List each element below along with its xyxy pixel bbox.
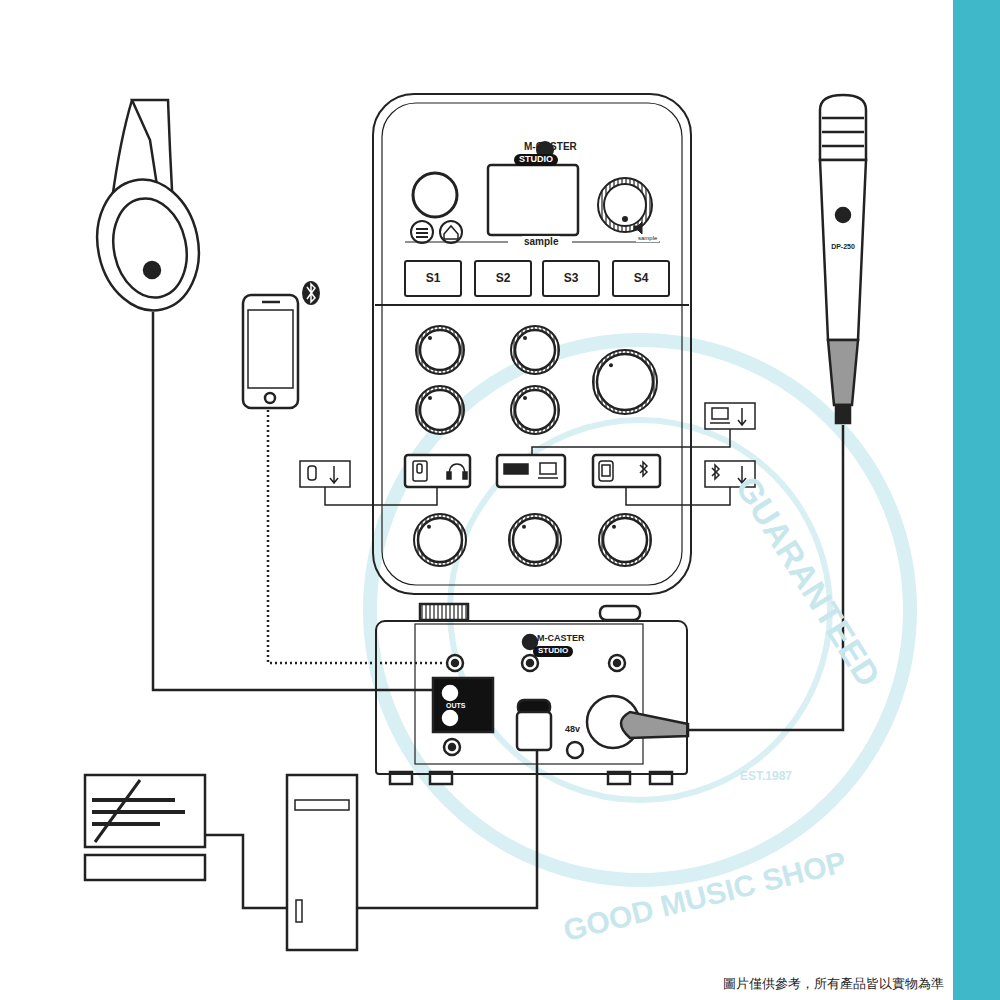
smartphone [243, 295, 298, 408]
sample-button: S2 [474, 260, 532, 297]
mixer-rear-view [390, 604, 688, 784]
watermark: GOOD MUSIC SHOP [560, 845, 849, 947]
brand-label: M-CASTER [537, 634, 585, 644]
button-label: S3 [564, 272, 579, 285]
routing-boxes [300, 403, 755, 505]
computer [85, 775, 357, 950]
microphone-box: DP-250 [818, 95, 868, 425]
brand-label: STUDIO [533, 646, 573, 657]
device-panel: M-CASTER STUDIO S1 S2 S3 S4 [372, 93, 692, 595]
sample-button: S3 [542, 260, 600, 297]
watermark: GUARANTEED [728, 470, 887, 693]
brand-label: STUDIO [514, 154, 558, 166]
caption: 圖片僅供參考，所有產品皆以實物為準 [723, 977, 944, 991]
knobs [414, 326, 657, 566]
button-label: S2 [496, 272, 511, 285]
mixer-top-view [375, 103, 689, 585]
microphone [820, 95, 866, 423]
device-panel: M-CASTER STUDIO OUTS 48v [375, 620, 688, 775]
watermark [370, 340, 910, 880]
monitor-cable [205, 835, 287, 908]
brand-label: OUTS [446, 702, 465, 710]
button-label: S1 [426, 272, 441, 285]
side-bar [953, 0, 1000, 1000]
brand-label: DP-250 [831, 243, 855, 251]
button-label: S4 [634, 272, 649, 285]
headphones [85, 100, 210, 320]
sample-button: S1 [404, 260, 462, 297]
knob-label: sample [636, 235, 659, 242]
sample-button: S4 [612, 260, 670, 297]
brand-label: M-CASTER [524, 141, 577, 152]
watermark: EST.1987 [740, 770, 792, 783]
section-label: sample [522, 236, 560, 247]
bluetooth-icon [302, 281, 320, 305]
brand-label: 48v [565, 725, 580, 735]
